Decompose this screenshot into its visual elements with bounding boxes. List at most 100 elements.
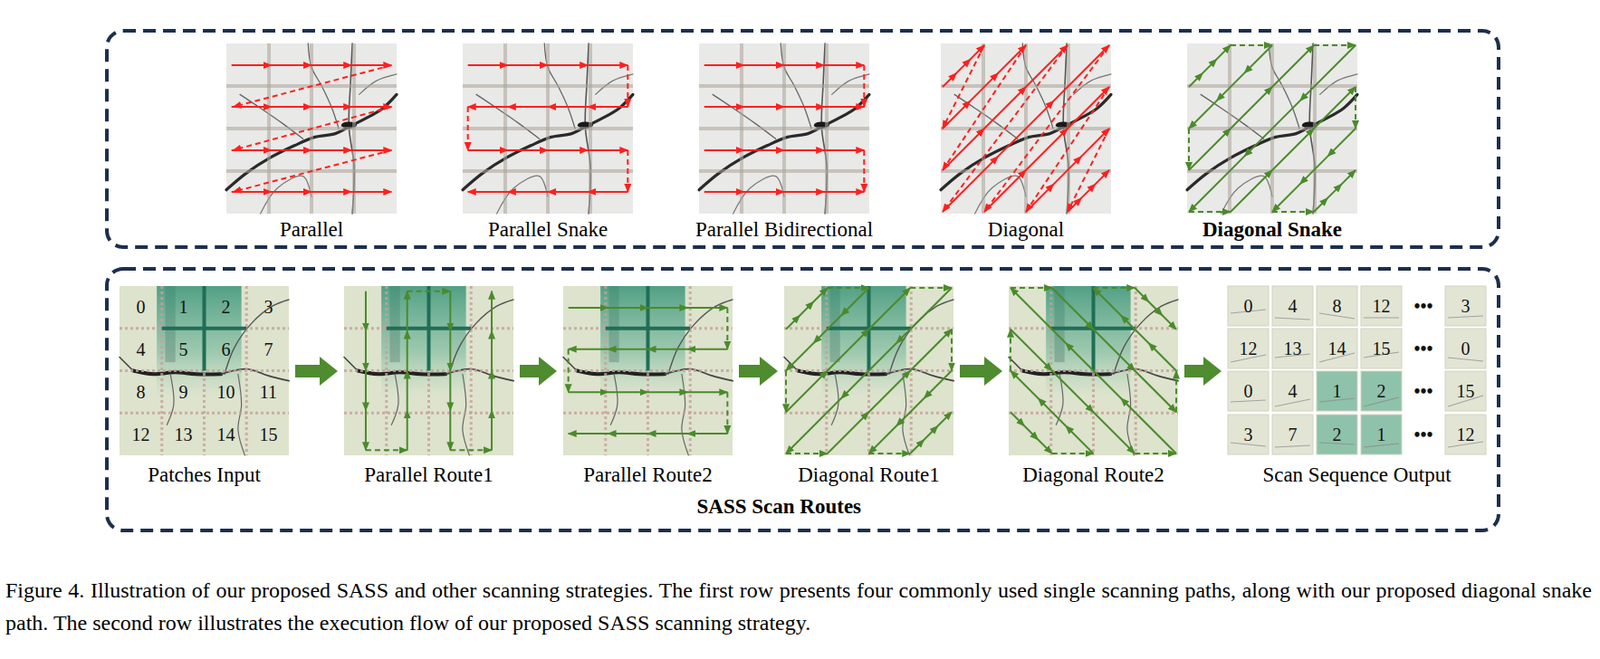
- scan-route: [785, 287, 828, 330]
- scan-route: [468, 64, 629, 67]
- grid-line: [699, 126, 870, 131]
- patch-index: 12: [119, 424, 163, 445]
- sequence-index: 2: [1316, 424, 1358, 445]
- scan-route: [1010, 371, 1094, 455]
- ellipsis: •••: [1402, 296, 1445, 317]
- crack-line: [238, 373, 246, 456]
- patch-index: 5: [162, 339, 205, 360]
- scan-route: [1010, 329, 1135, 454]
- grid-line: [603, 286, 607, 456]
- sequence-index: 4: [1272, 296, 1313, 317]
- scan-route: [1052, 452, 1094, 455]
- crack-line: [476, 94, 540, 139]
- sequence-index: 14: [1316, 338, 1358, 359]
- crack-line: [224, 299, 289, 374]
- sequence-index: 12: [1227, 338, 1269, 359]
- sequence-index: 4: [1272, 381, 1313, 402]
- scan-route: [785, 287, 952, 454]
- scan-route: [468, 105, 629, 108]
- scan-route: [407, 290, 451, 293]
- scan-route: [1272, 128, 1356, 212]
- sequence-index: 3: [1227, 424, 1269, 445]
- route-panel: Scan Sequence Output: [1227, 286, 1486, 504]
- scan-route: [1010, 287, 1053, 289]
- scan-path-panel: Diagonal Snake: [1187, 43, 1358, 254]
- scan-route: [1025, 128, 1110, 212]
- scan-route: [490, 291, 493, 451]
- sequence-index: 0: [1445, 338, 1486, 359]
- scan-route: [233, 106, 393, 151]
- panel-label: Diagonal: [987, 218, 1064, 242]
- patch-index: 8: [119, 382, 163, 403]
- crack-line: [712, 94, 777, 139]
- scan-path-panel: Parallel: [226, 43, 397, 254]
- sequence-cell: [1272, 286, 1313, 326]
- scan-route: [1188, 45, 1314, 171]
- scan-route: [869, 452, 911, 455]
- scan-route: [785, 371, 787, 413]
- crack-line: [610, 373, 618, 425]
- scan-route: [704, 149, 865, 152]
- panel-image: [563, 286, 733, 456]
- sequence-cell: [1316, 371, 1358, 412]
- patch-index: 6: [204, 339, 248, 360]
- scan-route: [726, 307, 729, 350]
- sequence-cell: [1360, 371, 1402, 412]
- sequence-index: 3: [1445, 296, 1486, 317]
- scan-route: [785, 452, 828, 455]
- group-title: SASS Scan Routes: [697, 495, 863, 519]
- panel-label: Parallel Route1: [364, 463, 493, 488]
- grid-line: [344, 411, 514, 415]
- figure-caption: Figure 4. Illustration of our proposed S…: [5, 574, 1592, 640]
- scan-route: [704, 64, 865, 67]
- panel-image: [462, 43, 633, 214]
- highlight-line: [605, 326, 691, 331]
- crack-line: [449, 299, 514, 374]
- scan-route: [626, 65, 629, 107]
- panel-image: [784, 286, 954, 456]
- panel-label: Parallel Snake: [488, 218, 608, 242]
- scan-route: [231, 149, 393, 152]
- crack-line: [119, 357, 134, 372]
- sequence-index: 12: [1360, 296, 1402, 317]
- flow-arrow: [519, 356, 557, 386]
- patch-index: 7: [247, 339, 290, 360]
- scan-route: [1025, 86, 1110, 212]
- grid-line: [202, 286, 206, 456]
- crack-line: [344, 357, 358, 372]
- sequence-cell: [1360, 414, 1402, 455]
- scan-route: [984, 45, 1110, 212]
- grid-line: [563, 326, 733, 330]
- scan-route: [568, 432, 729, 435]
- scan-route: [827, 287, 870, 289]
- scan-route: [468, 149, 629, 152]
- scan-path-panel: Parallel Bidirectional: [699, 43, 870, 254]
- patch-index: 13: [162, 424, 205, 445]
- flow-arrow: [738, 356, 778, 386]
- image-background: [784, 286, 954, 456]
- panel-image: [940, 43, 1112, 214]
- sequence-cell: [1227, 328, 1269, 369]
- crack-line: [1447, 316, 1484, 318]
- scan-route: [942, 45, 1068, 212]
- sequence-index: 0: [1227, 296, 1269, 317]
- image-background: [344, 286, 514, 456]
- scan-route: [726, 392, 729, 434]
- patch-index: 9: [162, 382, 205, 403]
- scan-route: [231, 105, 393, 108]
- scan-route: [365, 449, 408, 451]
- scan-route: [449, 291, 451, 451]
- scan-route: [942, 45, 1110, 212]
- grid-line: [119, 411, 289, 415]
- grid-line: [563, 411, 733, 415]
- sequence-index: 15: [1360, 338, 1402, 359]
- sequence-index: 1: [1360, 424, 1402, 445]
- patch-index: 0: [119, 297, 163, 317]
- grid-line: [689, 286, 692, 456]
- scan-route: [1188, 45, 1231, 87]
- scan-route: [1009, 329, 1012, 372]
- panel-image: [344, 286, 514, 456]
- scan-route: [942, 45, 1026, 171]
- ellipsis: •••: [1402, 338, 1445, 359]
- grid-line: [352, 43, 356, 214]
